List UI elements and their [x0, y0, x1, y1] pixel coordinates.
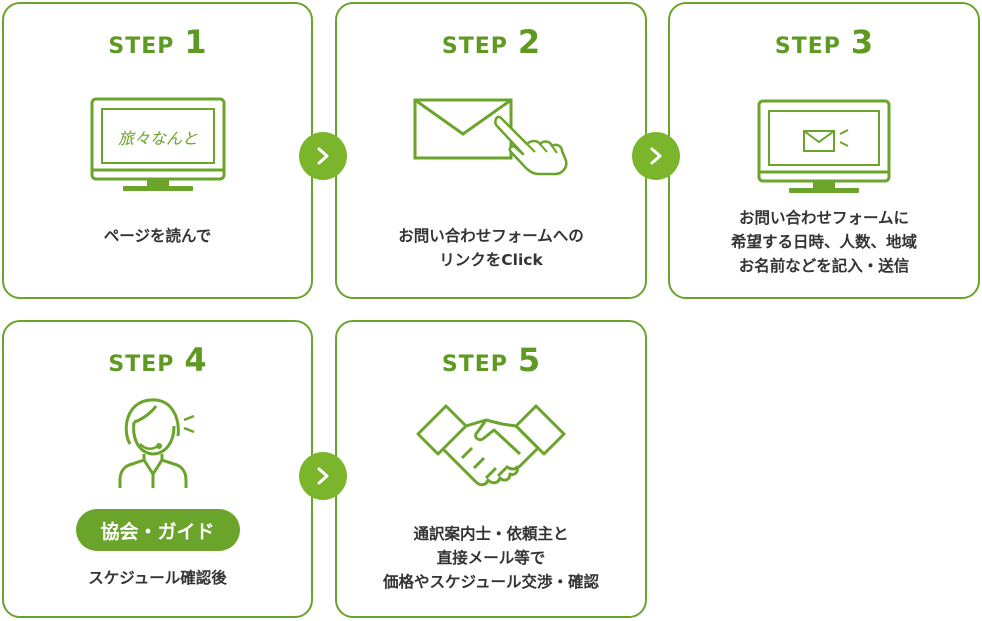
step-card-1: STEP 1 旅々なんと ページを読んで [2, 2, 313, 299]
step-label: STEP 4 [4, 344, 311, 377]
description-line: お問い合わせフォームへの [398, 227, 584, 245]
step-number: 2 [517, 23, 541, 61]
step-label: STEP 2 [337, 26, 645, 59]
step-card-5: STEP 5 通訳案内士・依頼主と 直接メール等で 価格やスケジュール交渉・確認 [335, 320, 647, 618]
step-word: STEP [441, 352, 508, 377]
step-number: 4 [184, 341, 207, 379]
description-line: スケジュール確認後 [88, 569, 227, 587]
monitor-mail-icon [670, 98, 978, 196]
step-word: STEP [774, 34, 841, 59]
description-line: 希望する日時、人数、地域 [730, 233, 917, 251]
step-card-4: STEP 4 協会・ガイド スケジュール確認後 [2, 320, 313, 618]
description-line: 通訳案内士・依頼主と [413, 525, 569, 543]
description-line: お名前などを記入・送信 [738, 257, 910, 275]
step-card-3: STEP 3 お問い合わせフォームに 希望する日時、人数、地域 お名前などを記入… [668, 2, 980, 299]
screen-logo-text: 旅々なんと [117, 129, 197, 148]
step-card-2: STEP 2 お問い合わせフォームへの リンクをClick [335, 2, 647, 299]
chevron-right-icon [632, 132, 680, 180]
chevron-right-icon [299, 132, 347, 180]
step-number: 3 [850, 23, 874, 61]
chevron-right-icon [299, 452, 347, 500]
step-description: お問い合わせフォームに 希望する日時、人数、地域 お名前などを記入・送信 [678, 206, 970, 278]
step-description: スケジュール確認後 [12, 566, 303, 590]
monitor-icon: 旅々なんと [4, 96, 311, 196]
step-number: 5 [517, 341, 541, 379]
step-number: 1 [184, 23, 207, 61]
step-description: ページを読んで [12, 224, 303, 248]
step-word: STEP [441, 34, 508, 59]
envelope-click-icon [337, 96, 645, 176]
step-word: STEP [108, 34, 175, 59]
description-line: お問い合わせフォームに [738, 209, 910, 227]
operator-headset-icon [4, 392, 311, 492]
description-line: ページを読んで [103, 227, 212, 245]
handshake-icon [337, 394, 645, 504]
description-line: リンクをClick [439, 251, 543, 269]
step-description: 通訳案内士・依頼主と 直接メール等で 価格やスケジュール交渉・確認 [345, 522, 637, 594]
description-line: 直接メール等で [436, 549, 546, 567]
step-label: STEP 1 [4, 26, 311, 59]
step-label: STEP 5 [337, 344, 645, 377]
step-word: STEP [108, 352, 175, 377]
step-label: STEP 3 [670, 26, 978, 59]
description-line: 価格やスケジュール交渉・確認 [383, 573, 599, 591]
step-description: お問い合わせフォームへの リンクをClick [345, 224, 637, 272]
guide-association-badge: 協会・ガイド [75, 509, 240, 551]
